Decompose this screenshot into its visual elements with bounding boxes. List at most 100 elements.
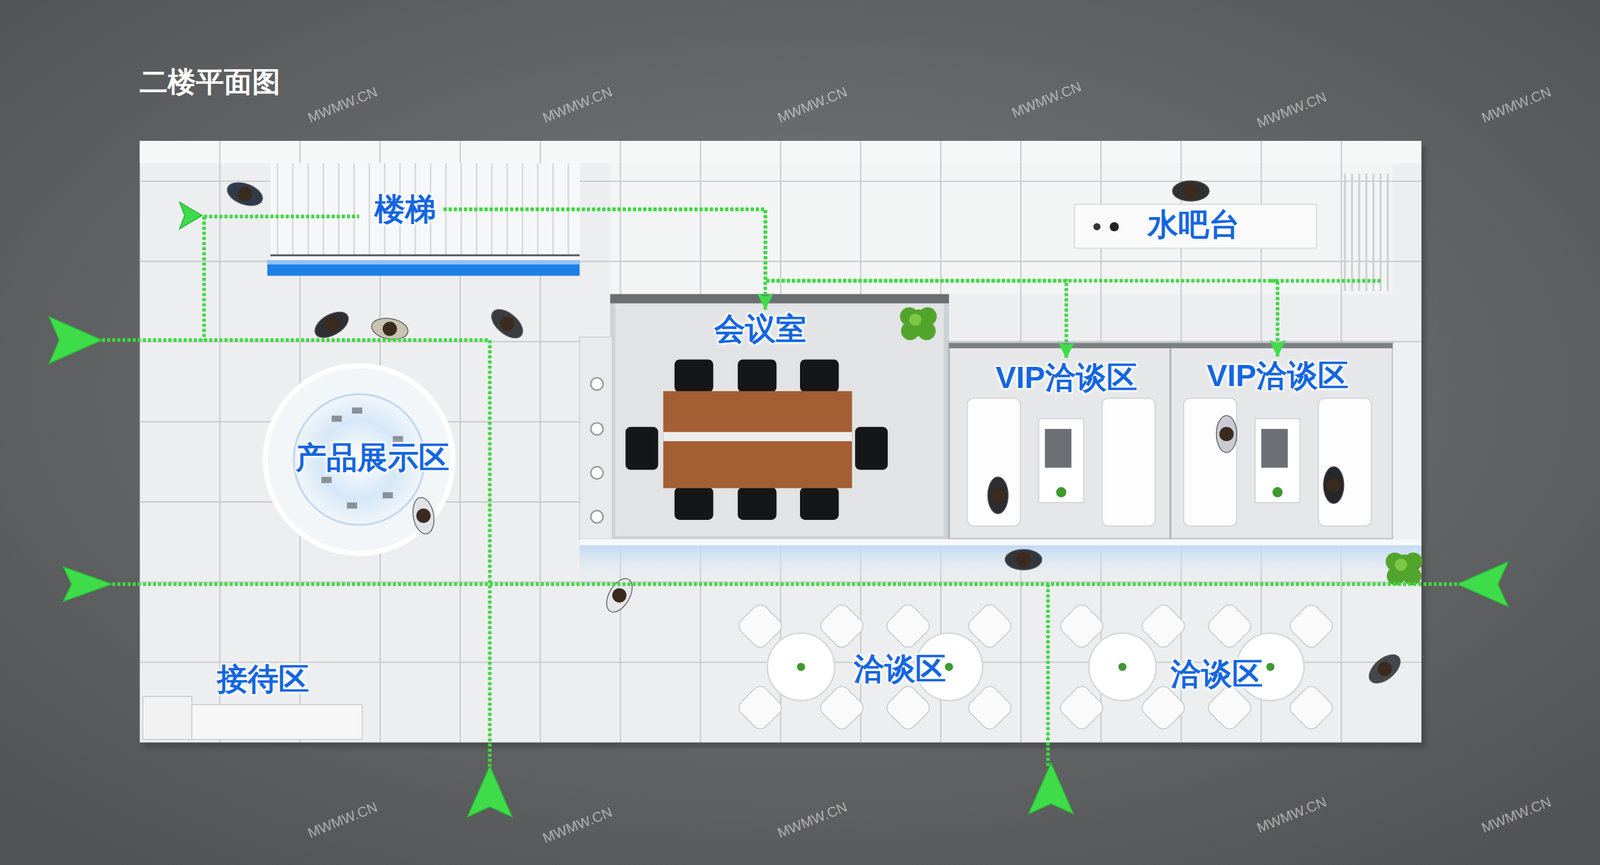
meeting-chair [855,426,888,470]
brochure [1261,428,1288,468]
person-body [1004,549,1042,570]
person-head [990,487,1005,502]
watermark: MWMW.CN [305,798,381,841]
person-head [609,585,630,606]
zone-name: 楼梯 [374,191,436,227]
zone-label: 洽谈区 [846,649,954,688]
entry-arrow [49,316,103,363]
zone-name: VIP洽谈区 [1206,357,1348,393]
person-body [1216,415,1238,452]
sofa [1102,398,1156,526]
meeting-chair [737,487,777,520]
zone-name: 水吧台 [1147,206,1240,242]
cup [1109,222,1119,232]
entry-arrow [179,202,203,229]
watermark: MWMW.CN [540,803,615,847]
table-plant [1266,662,1275,671]
watermark: MWMW.CN [1479,792,1554,836]
person-body [601,574,638,617]
person [1323,466,1344,504]
product [321,476,332,484]
person [369,315,410,342]
person-body [369,315,410,342]
stair-step [276,163,278,256]
stair-step [291,163,294,256]
coffee-table [1038,418,1084,503]
plant [909,313,922,326]
louvre [1344,173,1346,291]
person [224,177,266,210]
stair-steps [277,163,569,256]
louvre [1379,173,1382,291]
person-head [321,314,342,335]
flow-line [101,337,490,342]
person-body [486,304,528,344]
zone-label: 洽谈区 [1162,654,1271,693]
person-body [987,476,1008,514]
reception-desk [142,696,192,740]
entry-arrow [1028,762,1074,814]
brochure [1045,428,1072,468]
watermark: MWMW.CN [305,83,381,127]
flow-line [1270,279,1383,283]
wall-base [579,538,1422,546]
booth-floor [139,140,1422,742]
person-head [497,313,518,334]
watermark: MWMW.CN [1479,83,1554,127]
person [486,304,528,344]
person [1216,415,1238,452]
stair-step [322,163,324,256]
right-wall [1392,343,1422,539]
vip-room [1170,343,1394,539]
bar-area-floor [609,163,1393,294]
water-bar-counter [1074,204,1317,249]
floor-grid [139,140,1422,742]
stair-rail [270,254,580,256]
round-table [1088,632,1156,701]
zone-label: 产品展示区 [288,438,457,477]
display-ring [265,365,454,553]
louvre [1351,173,1353,291]
watermark: MWMW.CN [775,83,850,127]
person-body [410,495,437,536]
plan-title: 二楼平面图 [139,63,281,102]
watermark: MWMW.CN [1254,88,1329,132]
stair-step [353,163,355,256]
zone-name: 洽谈区 [853,650,946,687]
zone-label: 会议室 [706,309,815,348]
watermark: MWMW.CN [775,798,850,841]
person [601,574,638,617]
person-head [1326,477,1341,492]
watermark: MWMW.CN [540,83,615,127]
flow-line [202,216,207,340]
person-head [381,320,399,338]
louvre [1358,173,1360,291]
person-body [1363,648,1405,688]
stair-step [337,163,340,256]
sofa [1183,398,1237,526]
person-head [1374,658,1395,679]
person-head [1183,183,1198,198]
person-head [415,507,432,525]
wall-light [590,510,603,523]
wall-light [590,377,603,390]
small-plant [1272,487,1283,498]
meeting-chair [800,487,840,520]
plant [1395,558,1408,571]
sofa [1318,398,1372,526]
zone-name: 接待区 [216,661,310,697]
watermark: MWMW.CN [1254,792,1329,836]
product [352,407,363,414]
person-body [1172,180,1209,201]
person [310,306,353,343]
vip-wall [949,343,1394,349]
small-plant [1056,487,1067,498]
entry-arrow [1457,561,1509,607]
person [410,495,437,536]
person-head [1219,426,1234,441]
